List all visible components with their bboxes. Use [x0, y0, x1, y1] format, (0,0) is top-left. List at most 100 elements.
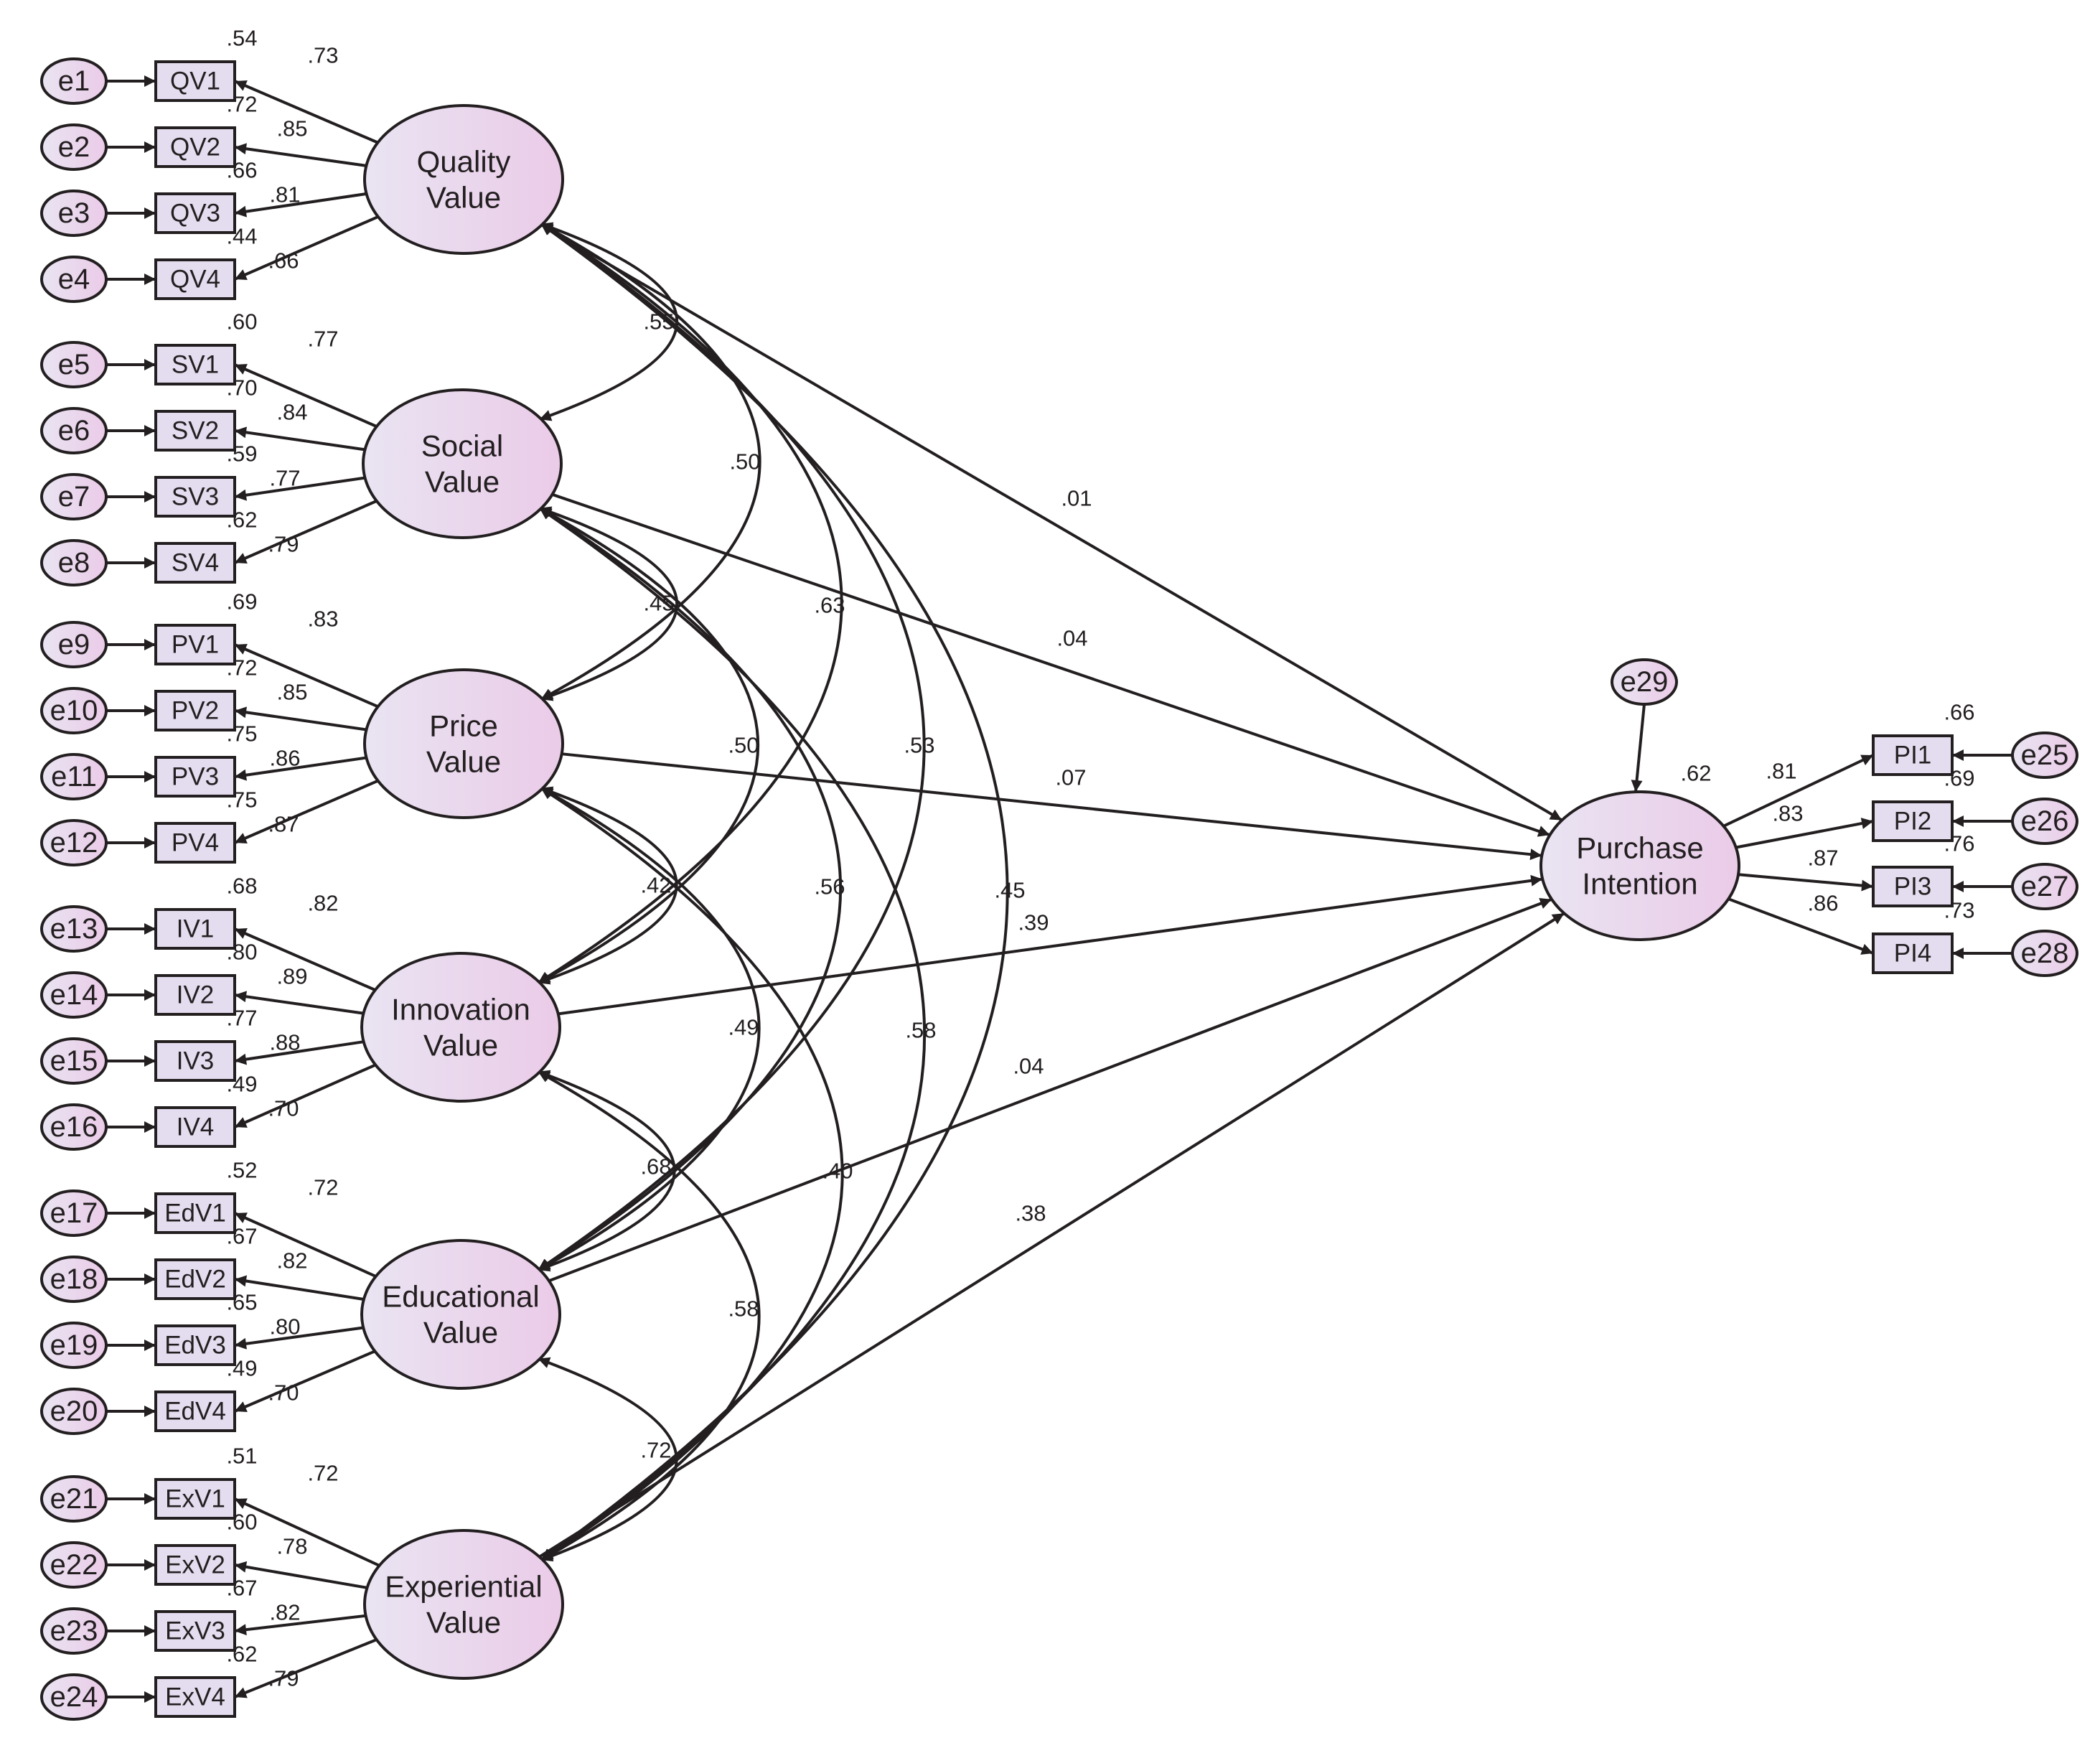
error-term-ellipse [40, 905, 108, 953]
latent-construct-label: Intention [1582, 867, 1697, 901]
squared-multiple-correlation-label: .65 [226, 1290, 257, 1315]
correlation-arc [538, 506, 679, 701]
labels-layer: .55.50.63.53.45.45.50.56.58.42.49.40.68.… [50, 26, 2069, 1714]
latent-construct-label: Value [423, 1029, 498, 1062]
indicator-label: QV1 [170, 67, 220, 95]
error-term-ellipse [40, 1673, 108, 1721]
path-coefficient-label: .39 [1018, 910, 1049, 935]
squared-multiple-correlation-label: .68 [226, 874, 257, 899]
correlation-label: .53 [904, 733, 934, 758]
factor-loading-label: .86 [269, 746, 300, 771]
indicator-box [154, 476, 236, 518]
error-term-ellipse [40, 1607, 108, 1655]
correlation-label: .40 [822, 1159, 853, 1184]
factor-loading-label: .88 [269, 1030, 300, 1055]
squared-multiple-correlation-label: .69 [1944, 766, 1974, 791]
correlation-label: .45 [643, 591, 674, 616]
indicator-box [154, 344, 236, 385]
loading-arrow [234, 1638, 378, 1698]
indicator-label: EdV1 [164, 1200, 226, 1228]
correlation-arc [537, 1070, 676, 1272]
error-term-ellipse [40, 1256, 108, 1303]
squared-multiple-correlation-label: .69 [226, 589, 257, 614]
correlation-label: .58 [905, 1018, 936, 1043]
factor-loading-label: .79 [268, 532, 299, 557]
error-term-ellipse [2011, 731, 2078, 779]
loading-arrow [234, 1063, 377, 1128]
latent-construct-ellipse [360, 1239, 561, 1390]
indicator-label: IV3 [177, 1047, 215, 1075]
structural-path-arrow [558, 874, 1543, 1016]
error-term-label: e11 [51, 761, 97, 793]
error-term-label: e18 [50, 1263, 98, 1295]
loading-arrow [234, 1614, 366, 1636]
indicator-label: EdV4 [164, 1398, 226, 1426]
edges-layer [106, 75, 2012, 1703]
factor-loading-label: .79 [268, 1666, 299, 1691]
error-term-label: e16 [50, 1111, 98, 1143]
correlation-arc [540, 223, 761, 701]
error-term-ellipse [40, 256, 108, 303]
squared-multiple-correlation-label: .44 [226, 224, 257, 249]
loading-arrow [234, 426, 365, 452]
squared-multiple-correlation-label: .72 [226, 92, 257, 117]
latent-construct-label: Value [423, 1316, 498, 1350]
indicator-label: PI3 [1894, 873, 1932, 901]
factor-loading-label: .84 [276, 400, 307, 425]
indicator-box [154, 1324, 236, 1366]
factor-loading-label: .86 [1807, 891, 1838, 916]
factor-loading-label: .82 [269, 1600, 300, 1625]
correlation-label: .49 [728, 1015, 759, 1040]
latent-construct-ellipse [362, 388, 563, 539]
loading-arrow [234, 991, 364, 1015]
loading-arrow [234, 192, 367, 218]
loading-arrow [234, 706, 367, 731]
factor-loading-label: .82 [276, 1248, 307, 1273]
latent-construct-ellipse [363, 104, 564, 255]
error-term-ellipse [40, 971, 108, 1019]
error-term-ellipse [2011, 863, 2078, 910]
indicator-box [154, 60, 236, 102]
error-term-ellipse [40, 1541, 108, 1589]
factor-loading-label: .70 [268, 1096, 299, 1121]
indicator-label: ExV4 [165, 1683, 225, 1711]
indicator-label: ExV3 [165, 1617, 225, 1645]
factor-loading-label: .81 [1766, 759, 1796, 784]
indicator-label: PI1 [1894, 742, 1932, 770]
correlation-arc [537, 507, 760, 984]
latent-construct-ellipse [363, 668, 564, 819]
path-coefficient-label: .38 [1015, 1201, 1046, 1226]
latent-construct-label: Price [429, 709, 498, 743]
loading-arrow [234, 215, 379, 281]
error-term-ellipse [40, 621, 108, 668]
indicator-box [1872, 932, 1954, 974]
indicator-box [154, 126, 236, 168]
correlation-label: .56 [814, 874, 845, 899]
structural-path-arrow [551, 492, 1551, 837]
latent-construct-label: Social [421, 429, 503, 463]
structural-path-arrow [538, 912, 1565, 1558]
factor-loading-label: .73 [307, 43, 338, 68]
error-term-label: e17 [50, 1197, 98, 1229]
squared-multiple-correlation-label: .80 [226, 940, 257, 965]
indicator-label: EdV2 [164, 1266, 226, 1294]
indicator-label: SV1 [172, 351, 219, 379]
squared-multiple-correlation-label: .49 [226, 1072, 257, 1097]
indicator-box [154, 410, 236, 452]
structural-path-arrow [561, 752, 1542, 861]
indicator-label: QV4 [170, 266, 220, 294]
error-term-label: e21 [50, 1483, 98, 1515]
structural-path-arrow [548, 897, 1552, 1283]
squared-multiple-correlation-label: .60 [226, 309, 257, 335]
error-term-ellipse [40, 57, 108, 105]
disturbance-ellipse [1611, 658, 1678, 706]
path-coefficient-label: .07 [1055, 765, 1086, 790]
indicator-box [154, 1390, 236, 1432]
indicator-box [1872, 866, 1954, 907]
error-term-ellipse [2011, 798, 2078, 845]
disturbance-arrow [1631, 703, 1646, 793]
loading-arrow [234, 643, 379, 709]
indicator-box [154, 1544, 236, 1586]
loading-arrow [234, 779, 379, 844]
